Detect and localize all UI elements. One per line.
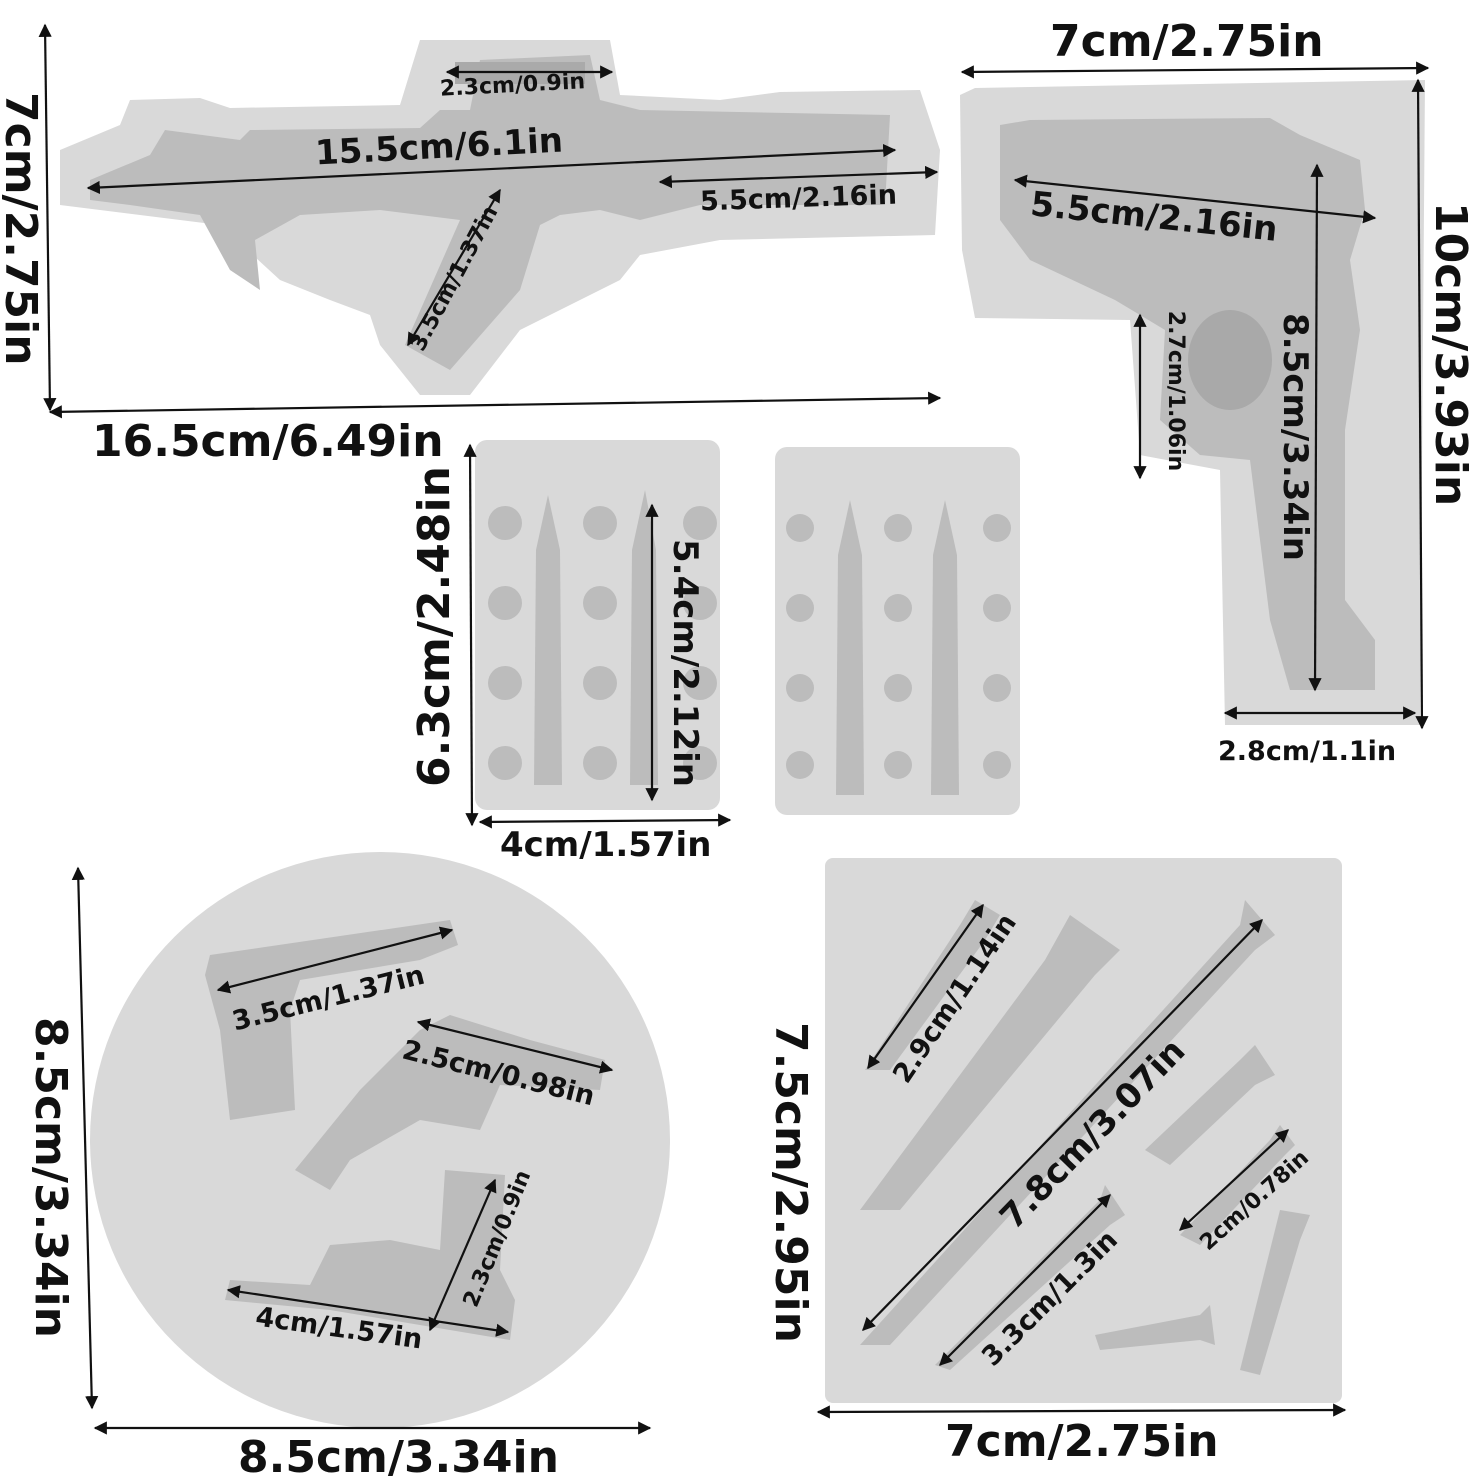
bullet-mold-bullet-label: 5.4cm/2.12in — [665, 539, 705, 787]
pistol-mold — [960, 80, 1425, 725]
pistol-width-label: 7cm/2.75in — [1050, 16, 1324, 67]
pistol-trigger-label: 2.7cm/1.06in — [1163, 310, 1188, 472]
pistol-cavity — [1000, 118, 1375, 690]
rifle-stock-label: 5.5cm/2.16in — [699, 179, 898, 218]
bullet-mold-width-label: 4cm/1.57in — [500, 825, 712, 865]
square-mold-height-label: 7.5cm/2.95in — [765, 1022, 816, 1343]
bullet-mold-height-label: 6.3cm/2.48in — [409, 466, 460, 787]
dimension-lines — [38, 23, 1430, 1435]
round-mold-width-label: 8.5cm/3.34in — [238, 1432, 559, 1483]
bullet-mold-right — [775, 447, 1020, 815]
pistol-grip-label: 8.5cm/3.34in — [1275, 313, 1315, 561]
round-mold-height-label: 8.5cm/3.34in — [25, 1017, 76, 1338]
square-mold-width-label: 7cm/2.75in — [945, 1416, 1219, 1467]
rifle-width-label: 16.5cm/6.49in — [92, 416, 444, 467]
pistol-base-label: 2.8cm/1.1in — [1218, 736, 1397, 767]
pistol-height-label: 10cm/3.93in — [1425, 202, 1470, 507]
rifle-height-label: 7cm/2.75in — [0, 92, 46, 366]
